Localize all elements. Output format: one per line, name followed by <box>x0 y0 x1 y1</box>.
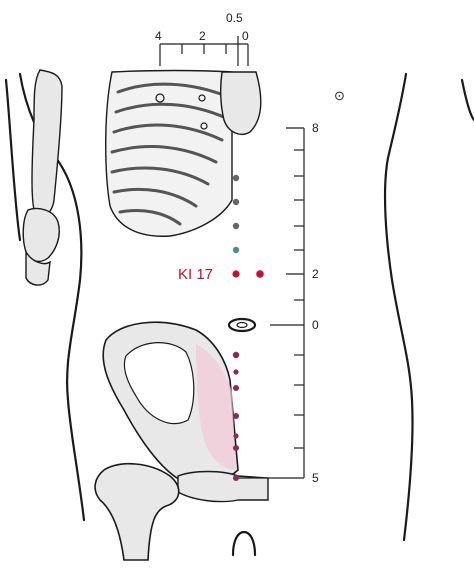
upper-points <box>232 175 263 278</box>
point-lower-2 <box>233 369 238 374</box>
ki17-label: KI 17 <box>178 266 213 283</box>
point-upper-4 <box>233 247 239 253</box>
top-tick-half: 0.5 <box>226 11 243 25</box>
forearm-bones <box>23 209 59 262</box>
vscale-tick-0: 0 <box>312 318 319 332</box>
point-upper-3 <box>233 223 239 229</box>
point-lower-5 <box>233 433 238 438</box>
vertical-scale <box>236 128 304 478</box>
vscale-tick-5: 5 <box>312 471 319 485</box>
point-lower-6 <box>233 445 239 451</box>
point-upper-1 <box>233 175 239 181</box>
rib-cage <box>106 71 261 237</box>
point-ki17-midline <box>232 270 239 277</box>
genital-outline <box>233 532 255 555</box>
vscale-tick-8: 8 <box>312 121 319 135</box>
point-lower-1 <box>233 352 239 358</box>
left-arm-bones <box>23 70 62 285</box>
point-lower-4 <box>233 413 239 419</box>
pelvis <box>95 322 268 560</box>
right-arm-contour <box>462 80 474 120</box>
vscale-tick-2: 2 <box>312 267 319 281</box>
right-torso-contour <box>385 74 412 540</box>
humerus <box>32 70 62 215</box>
point-lower-7 <box>233 475 239 481</box>
femur <box>95 464 179 560</box>
xiphoid <box>221 72 261 134</box>
top-tick-2: 2 <box>199 29 206 43</box>
point-upper-2 <box>233 199 239 205</box>
top-tick-4: 4 <box>155 29 162 43</box>
top-tick-0: 0 <box>242 29 249 43</box>
left-arm-contour <box>6 80 20 240</box>
nipple-symbol: ⊙ <box>334 88 345 103</box>
pubic-symphysis <box>178 472 268 502</box>
point-ki17 <box>256 270 264 278</box>
umbilicus <box>229 319 255 331</box>
point-lower-3 <box>233 385 239 391</box>
